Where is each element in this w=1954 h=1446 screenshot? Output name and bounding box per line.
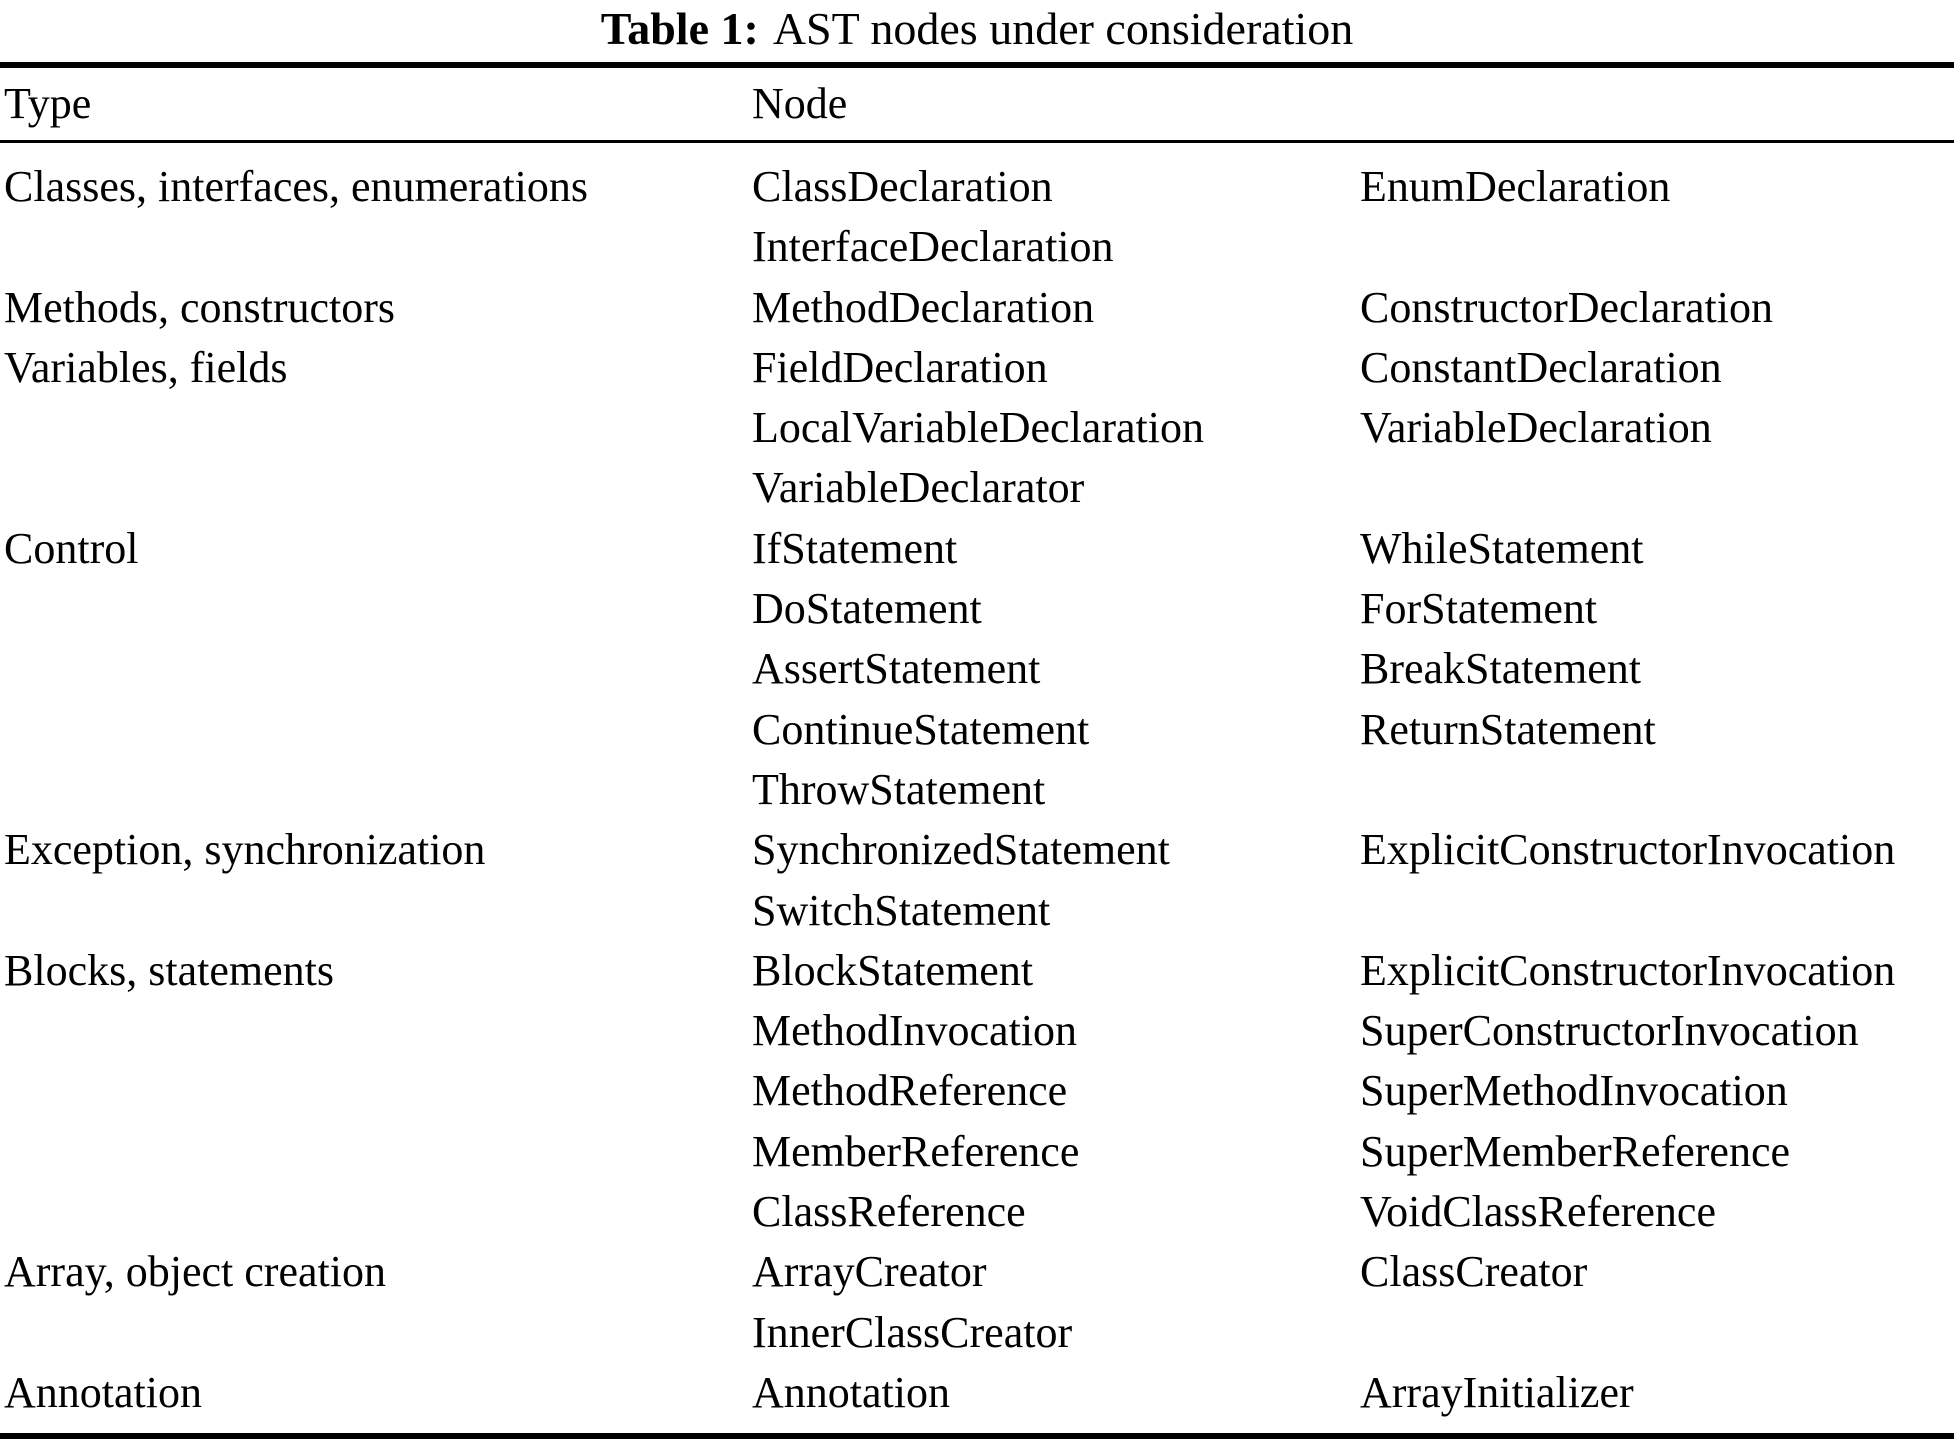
- table-row: SwitchStatement: [0, 881, 1954, 941]
- type-cell: [4, 1061, 752, 1121]
- node-cell-secondary: EnumDeclaration: [1360, 162, 1671, 211]
- table-row: Blocks, statements BlockStatement Explicit…: [0, 941, 1954, 1001]
- table-header-rule: [0, 140, 1954, 143]
- node-cell-primary: MethodInvocation: [752, 1006, 1078, 1056]
- table-row: ClassReference VoidClassReference: [0, 1182, 1954, 1242]
- node-cell-secondary: ArrayInitializer: [1360, 1367, 1634, 1417]
- table-caption-text: AST nodes under consideration: [772, 3, 1354, 54]
- table-caption: Table 1: AST nodes under consideration: [0, 2, 1954, 56]
- node-cell-secondary: [1360, 881, 1954, 941]
- table-caption-label: Table 1:: [600, 3, 759, 54]
- table-row: Annotation Annotation ArrayInitializer: [0, 1363, 1954, 1423]
- node-cell-secondary: ExplicitConstructorInvocation: [1360, 945, 1896, 995]
- node-cell-primary: SwitchStatement: [752, 885, 1051, 935]
- table-row: InnerClassCreator: [0, 1303, 1954, 1363]
- node-cell-primary: LocalVariableDeclaration: [752, 403, 1204, 453]
- type-cell: [4, 700, 752, 760]
- node-cell-primary: DoStatement: [752, 584, 982, 634]
- table-row: Variables, fields FieldDeclaration Constan…: [0, 338, 1954, 398]
- node-cell-secondary: SuperConstructorInvocation: [1360, 1006, 1859, 1056]
- node-cell-primary: SynchronizedStatement: [752, 825, 1170, 875]
- table-row: ThrowStatement: [0, 760, 1954, 820]
- type-cell: [4, 579, 752, 639]
- node-cell-primary: ThrowStatement: [752, 764, 1046, 814]
- node-cell-secondary: ExplicitConstructorInvocation: [1360, 825, 1896, 875]
- type-cell: [4, 760, 752, 820]
- type-cell: [4, 1122, 752, 1182]
- node-cell-primary: MethodReference: [752, 1066, 1068, 1116]
- node-cell-primary: MemberReference: [752, 1126, 1080, 1176]
- node-cell-primary: ClassReference: [752, 1187, 1026, 1237]
- type-cell: [4, 1182, 752, 1242]
- node-cell-primary: InterfaceDeclaration: [752, 222, 1114, 272]
- table-row: VariableDeclarator: [0, 458, 1954, 518]
- node-cell-secondary: ClassCreator: [1360, 1247, 1588, 1297]
- node-cell-primary: VariableDeclarator: [752, 463, 1085, 513]
- table-row: AssertStatement BreakStatement: [0, 639, 1954, 699]
- node-cell-secondary: [1360, 1303, 1954, 1363]
- type-cell: [4, 881, 752, 941]
- node-cell-secondary: [1360, 458, 1954, 518]
- node-cell-secondary: SuperMemberReference: [1360, 1126, 1791, 1176]
- table-row: InterfaceDeclaration: [0, 217, 1954, 277]
- node-cell-primary: ContinueStatement: [752, 704, 1090, 754]
- node-cell-secondary: SuperMethodInvocation: [1360, 1066, 1788, 1116]
- table-body: Classes, interfaces, enumerations ClassDe…: [0, 143, 1954, 1423]
- type-cell: [4, 1001, 752, 1061]
- node-cell-primary: ClassDeclaration: [752, 162, 1053, 211]
- node-cell-primary: Annotation: [752, 1367, 950, 1417]
- node-cell-secondary: VoidClassReference: [1360, 1187, 1716, 1237]
- type-cell: [4, 639, 752, 699]
- column-header-type: Type: [4, 78, 92, 128]
- table-row: Methods, constructors MethodDeclaration Co…: [0, 278, 1954, 338]
- type-cell: Control: [4, 523, 139, 573]
- node-cell-secondary: BreakStatement: [1360, 644, 1642, 694]
- node-cell-secondary: ConstructorDeclaration: [1360, 282, 1773, 332]
- type-cell: Annotation: [4, 1367, 202, 1417]
- type-cell: Classes, interfaces, enumerations: [4, 162, 589, 211]
- node-cell-secondary: [1360, 217, 1954, 277]
- type-cell: [4, 1303, 752, 1363]
- table-row: ContinueStatement ReturnStatement: [0, 700, 1954, 760]
- table-row: MethodReference SuperMethodInvocation: [0, 1061, 1954, 1121]
- type-cell: Blocks, statements: [4, 945, 334, 995]
- table-row: LocalVariableDeclaration VariableDeclarat…: [0, 398, 1954, 458]
- table-top-rule: [0, 62, 1954, 68]
- node-cell-secondary: ReturnStatement: [1360, 704, 1656, 754]
- table-header-row: Type Node: [0, 68, 1954, 140]
- type-cell: [4, 458, 752, 518]
- table-row: Array, object creation ArrayCreator ClassC…: [0, 1242, 1954, 1302]
- type-cell: Array, object creation: [4, 1247, 386, 1297]
- column-header-node: Node: [752, 78, 848, 128]
- table-row: DoStatement ForStatement: [0, 579, 1954, 639]
- table-row: Control IfStatement WhileStatement: [0, 519, 1954, 579]
- type-cell: [4, 398, 752, 458]
- node-cell-primary: BlockStatement: [752, 945, 1034, 995]
- node-cell-secondary: VariableDeclaration: [1360, 403, 1712, 453]
- table-row: MemberReference SuperMemberReference: [0, 1122, 1954, 1182]
- node-cell-secondary: [1360, 760, 1954, 820]
- node-cell-secondary: WhileStatement: [1360, 523, 1644, 573]
- table-row: Classes, interfaces, enumerations ClassDe…: [0, 157, 1954, 217]
- node-cell-secondary: ForStatement: [1360, 584, 1598, 634]
- node-cell-secondary: ConstantDeclaration: [1360, 342, 1722, 392]
- node-cell-primary: FieldDeclaration: [752, 342, 1048, 392]
- type-cell: [4, 217, 752, 277]
- table-row: MethodInvocation SuperConstructorInvocati…: [0, 1001, 1954, 1061]
- node-cell-primary: AssertStatement: [752, 644, 1041, 694]
- node-cell-primary: InnerClassCreator: [752, 1307, 1073, 1357]
- node-cell-primary: IfStatement: [752, 523, 958, 573]
- node-cell-primary: MethodDeclaration: [752, 282, 1095, 332]
- type-cell: Exception, synchronization: [4, 825, 486, 875]
- node-cell-primary: ArrayCreator: [752, 1247, 987, 1297]
- table-row: Exception, synchronization SynchronizedSt…: [0, 820, 1954, 880]
- type-cell: Variables, fields: [4, 342, 288, 392]
- type-cell: Methods, constructors: [4, 282, 396, 332]
- table-bottom-rule: [0, 1433, 1954, 1439]
